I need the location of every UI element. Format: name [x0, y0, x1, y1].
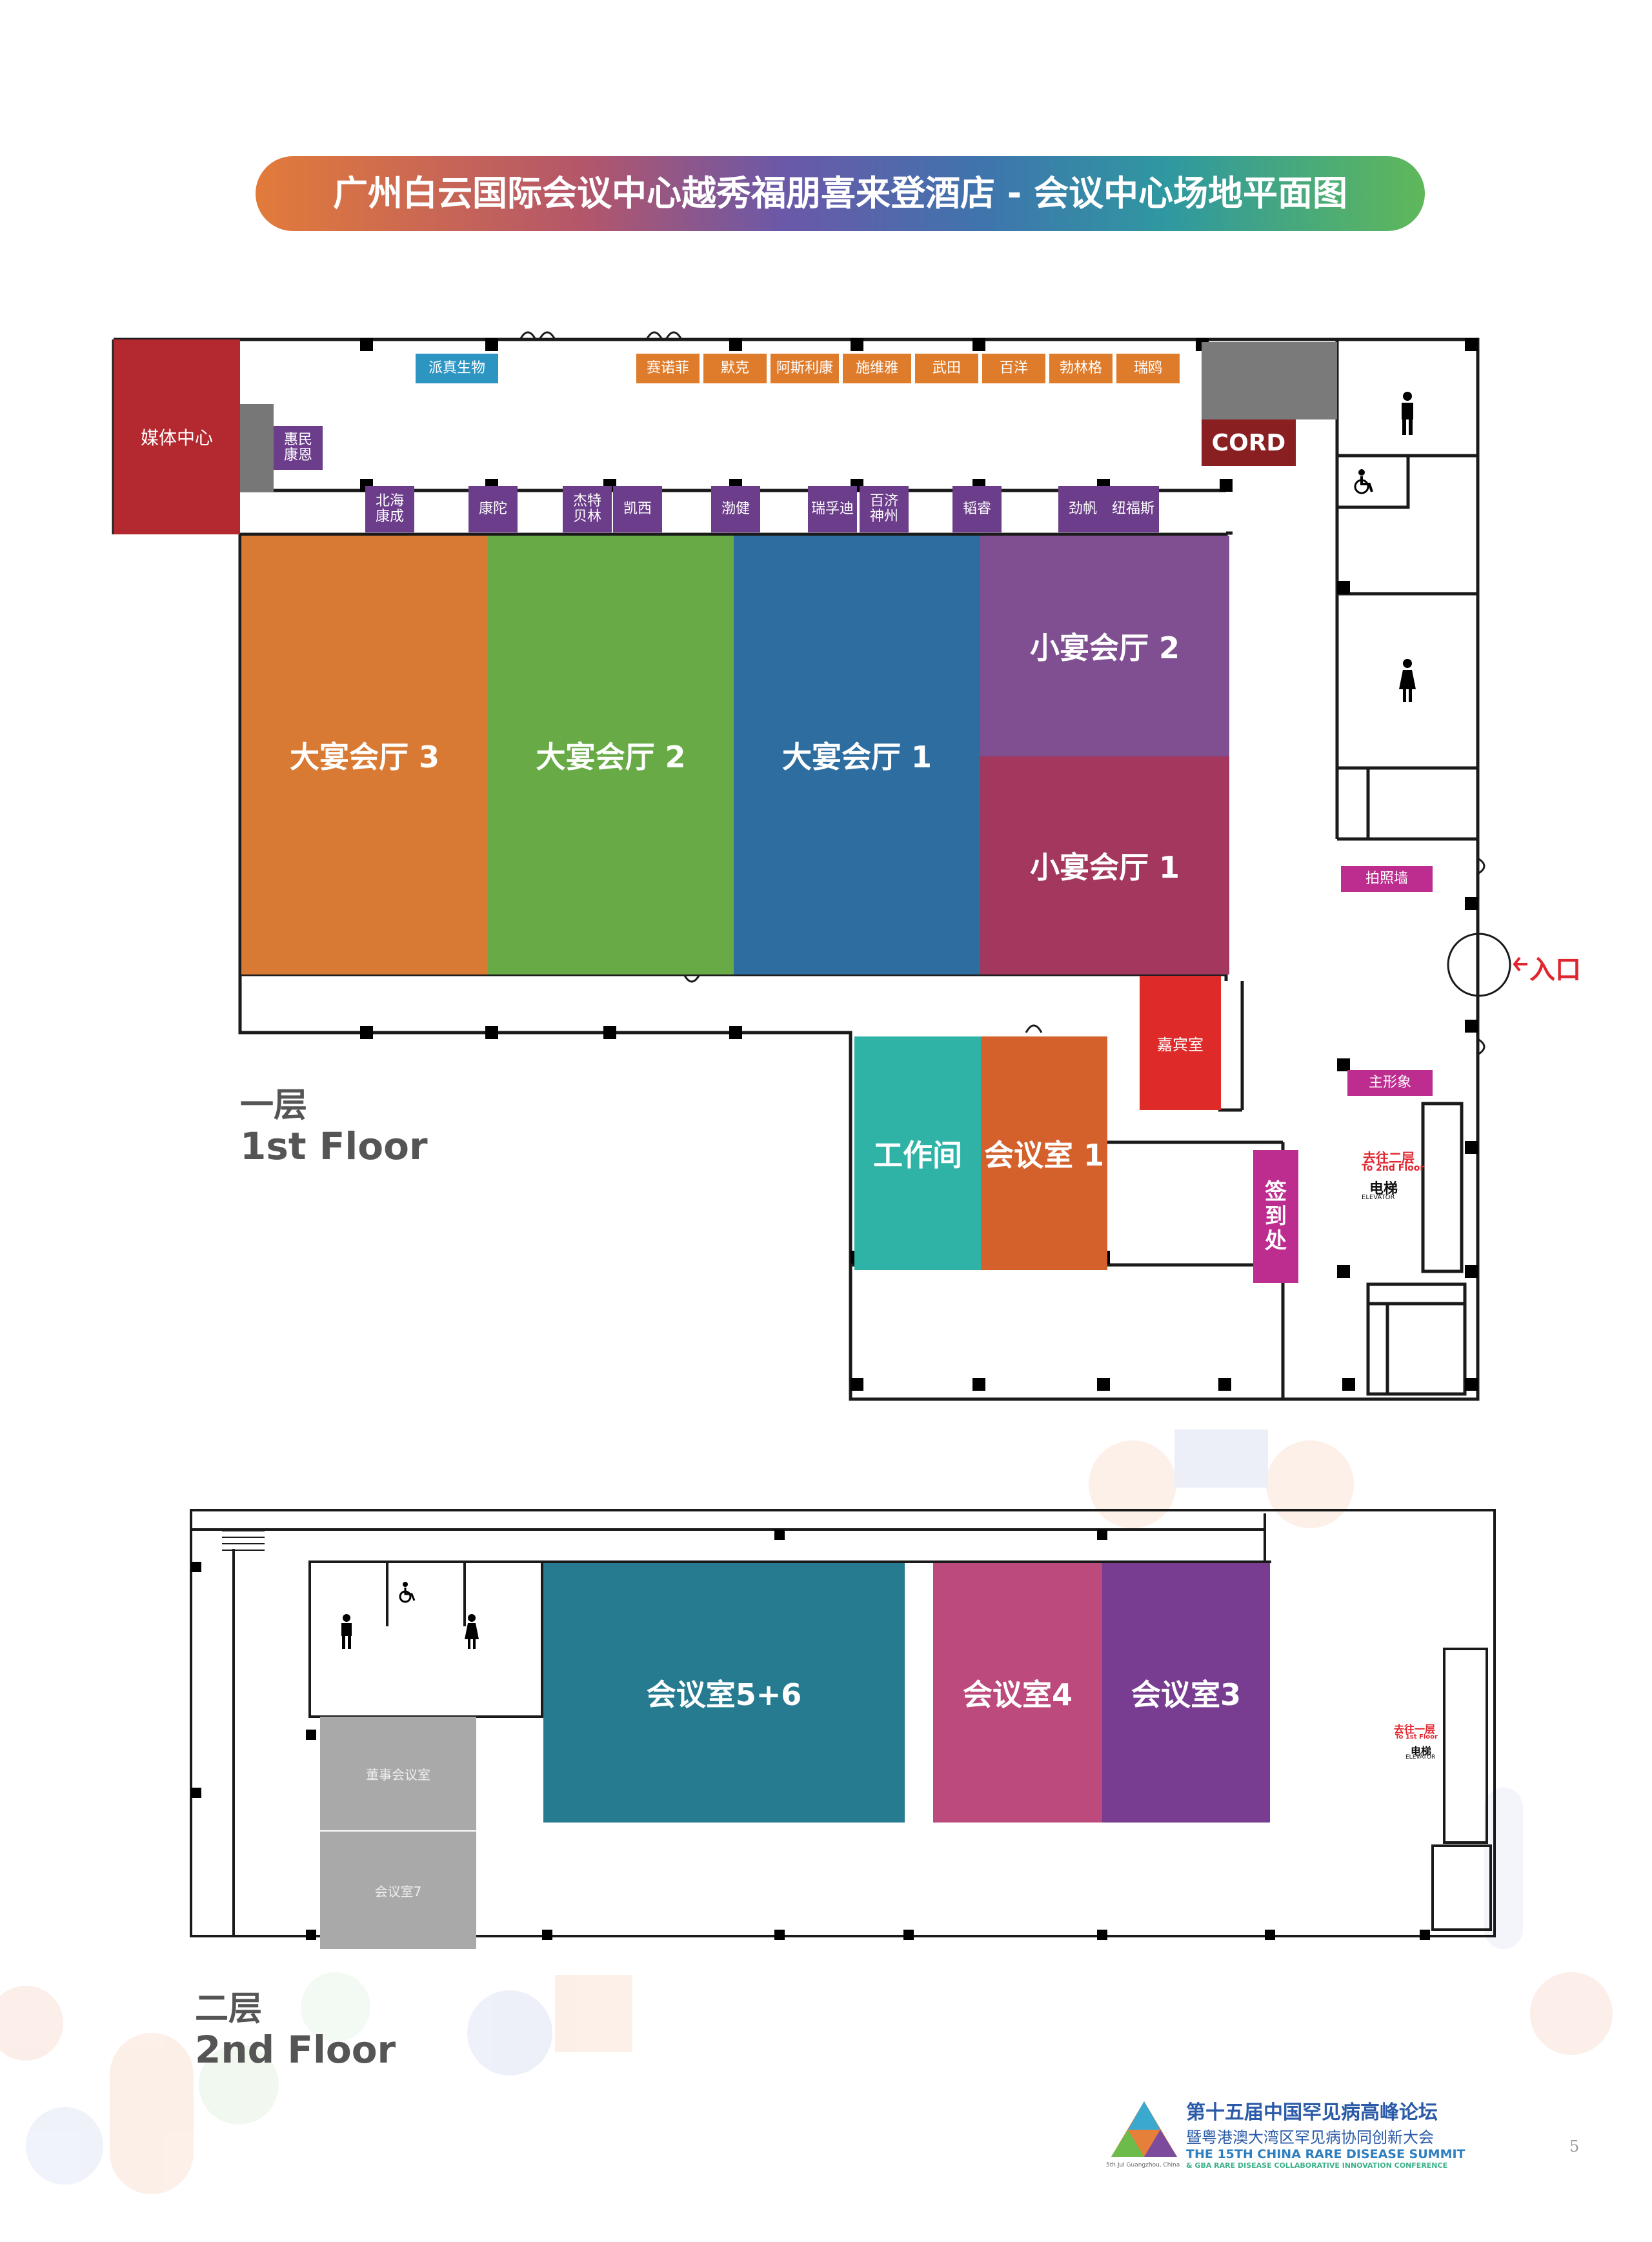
page-number: 5: [1569, 2137, 1580, 2156]
checkin-desk: 签 到 处: [1253, 1150, 1298, 1283]
sponsor-booth-mid: 渤健: [711, 486, 760, 532]
banquet-hall-3: 大宴会厅 3: [241, 536, 488, 975]
floor2-label-cn: 二层: [195, 1990, 263, 2028]
to-floor1-label-en: To 1st Floor: [1395, 1733, 1438, 1741]
meeting-room-5-6: 会议室5+6: [543, 1563, 905, 1823]
sponsor-booth-mid: 康陀: [468, 486, 518, 532]
accessible-restroom-icon: [1354, 469, 1373, 494]
sponsor-booth-top: 勃林格: [1049, 354, 1113, 383]
sponsor-booth-top: 阿斯利康: [771, 354, 839, 383]
media-center-annex: [240, 404, 274, 492]
conference-branding: 第十五届中国罕见病高峰论坛 暨粤港澳大湾区罕见病协同创新大会 THE 15TH …: [1186, 2096, 1496, 2170]
meeting-room-4: 会议室4: [933, 1563, 1102, 1823]
boardroom: 董事会议室: [320, 1717, 476, 1830]
vip-room: 嘉宾室: [1140, 976, 1221, 1110]
sponsor-paizhen: 派真生物: [416, 354, 498, 383]
conference-name-cn: 第十五届中国罕见病高峰论坛: [1186, 2101, 1438, 2124]
conference-name-en: THE 15TH CHINA RARE DISEASE SUMMIT: [1186, 2147, 1466, 2161]
sponsor-booth-top: 施维雅: [843, 354, 911, 383]
sponsor-huimin: 惠民 康恩: [274, 426, 323, 470]
banquet-hall-2: 大宴会厅 2: [488, 536, 734, 975]
meeting-room-1: 会议室 1: [981, 1036, 1107, 1270]
media-center: 媒体中心: [114, 339, 240, 534]
summit-logo-icon: [1111, 2101, 1177, 2157]
sponsor-booth-mid: 百济 神州: [860, 486, 909, 532]
entrance-arrow-icon: [1513, 956, 1527, 972]
page-title: 广州白云国际会议中心越秀福朋喜来登酒店 - 会议中心场地平面图: [256, 156, 1425, 231]
sponsor-booth-top: 百洋: [982, 354, 1045, 383]
elevator-label: 电梯: [1369, 1181, 1398, 1197]
entrance-label: 入口: [1529, 955, 1581, 985]
to-floor2-label-en: To 2nd Floor: [1362, 1163, 1425, 1173]
male-restroom-icon: [1402, 392, 1413, 435]
meeting-room-3: 会议室3: [1102, 1563, 1270, 1823]
female-restroom-icon: [1399, 659, 1416, 702]
to-floor2-label: 去往二层: [1363, 1150, 1415, 1166]
sponsor-booth-mid: 瑞孚迪: [808, 486, 857, 532]
floor1-label-cn: 一层: [240, 1086, 308, 1125]
sponsor-booth-top: 瑞鸥: [1116, 354, 1180, 383]
logo-subtitle: 5th Jul Guangzhou, China: [1106, 2162, 1180, 2168]
sponsor-booth-mid: 北海 康成: [365, 486, 414, 532]
elevator-label-f2-en: ELEVATOR: [1405, 1754, 1436, 1761]
to-floor1-label: 去往一层: [1394, 1723, 1436, 1735]
sponsor-booth-mid: 凯西: [613, 486, 662, 532]
elevator-label-en: ELEVATOR: [1362, 1194, 1395, 1201]
sponsor-booth-top: 默克: [703, 354, 767, 383]
floor1-label-en: 1st Floor: [240, 1124, 428, 1168]
sponsor-booth-mid: 杰特 贝林: [563, 486, 612, 532]
small-banquet-hall-1: 小宴会厅 1: [980, 756, 1229, 975]
floor2-label-en: 2nd Floor: [195, 2028, 396, 2072]
sponsor-booth-top: 赛诺菲: [636, 354, 700, 383]
work-room: 工作间: [854, 1036, 981, 1270]
conference-sub-cn: 暨粤港澳大湾区罕见病协同创新大会: [1186, 2128, 1434, 2146]
sponsor-booth-mid: 韬睿: [952, 486, 1002, 532]
sponsor-booth-mid: 劲帆: [1058, 486, 1107, 532]
elevator-label-f2: 电梯: [1411, 1745, 1432, 1757]
sponsor-booth-mid: 纽福斯: [1107, 486, 1159, 532]
cord-gray-block: [1202, 342, 1337, 419]
banquet-hall-1: 大宴会厅 1: [734, 536, 980, 975]
female-restroom-icon-f2: [465, 1614, 479, 1649]
sponsor-booth-top: 武田: [915, 354, 978, 383]
small-banquet-hall-2: 小宴会厅 2: [980, 536, 1229, 756]
accessible-restroom-icon-f2: [399, 1582, 416, 1603]
photo-wall: 拍照墙: [1341, 866, 1433, 892]
male-restroom-icon-f2: [341, 1614, 352, 1649]
meeting-room-7: 会议室7: [320, 1832, 476, 1949]
cord-booth: CORD: [1202, 419, 1296, 466]
conference-sub-en: & GBA RARE DISEASE COLLABORATIVE INNOVAT…: [1186, 2161, 1448, 2170]
main-visual: 主形象: [1347, 1070, 1433, 1096]
